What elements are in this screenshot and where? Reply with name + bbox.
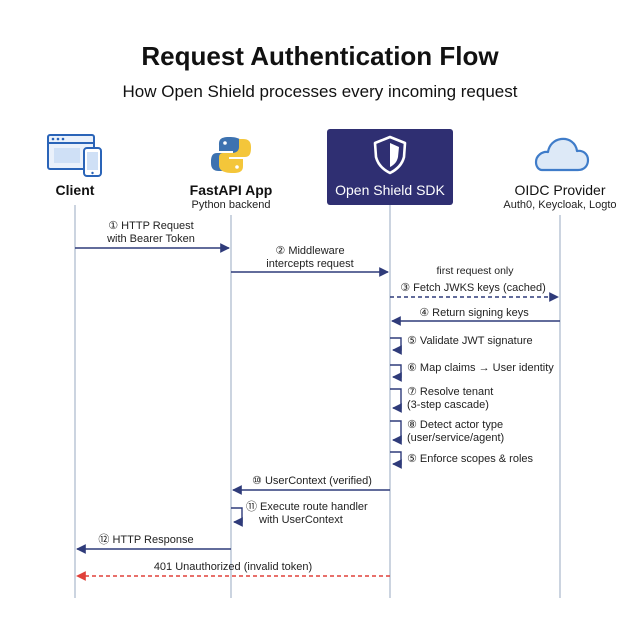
message-label: (3-step cascade) <box>407 399 489 411</box>
actor-subtitle: Auth0, Keycloak, Logto <box>503 199 616 211</box>
message-12: ⑫ HTTP Response <box>76 533 231 554</box>
message-5: ⑤ Validate JWT signature <box>390 335 533 355</box>
message-label: ⑥ Map claims → User identity <box>407 362 554 374</box>
message-6: ⑥ Map claims → User identity <box>390 362 554 382</box>
message-7: ⑦ Resolve tenant (3-step cascade) <box>390 386 493 413</box>
message-label: ② Middleware <box>275 245 344 257</box>
message-label: with Bearer Token <box>106 233 195 245</box>
message-4: ④ Return signing keys <box>391 307 560 326</box>
message-label: ⑤ Validate JWT signature <box>407 335 533 347</box>
message-label: intercepts request <box>266 258 353 270</box>
actor-name: Client <box>56 182 95 198</box>
message-note: first request only <box>436 265 514 277</box>
message-11: ⑪ Execute route handler with UserContext <box>231 500 368 527</box>
actor-oidc: OIDC Provider Auth0, Keycloak, Logto <box>503 137 617 211</box>
actor-client: Client <box>47 134 102 198</box>
message-label: ⑦ Resolve tenant <box>407 386 493 398</box>
diagram-title: Request Authentication Flow <box>141 41 499 71</box>
message-label: ① HTTP Request <box>108 220 193 232</box>
message-label: 401 Unauthorized (invalid token) <box>154 561 312 573</box>
cloud-icon <box>534 137 590 172</box>
actor-subtitle: Python backend <box>192 199 271 211</box>
message-13-error: 401 Unauthorized (invalid token) <box>76 561 390 581</box>
diagram-subtitle: How Open Shield processes every incoming… <box>123 82 518 101</box>
message-label: ⑩ UserContext (verified) <box>252 475 372 487</box>
actor-fastapi: FastAPI App Python backend <box>190 137 273 211</box>
message-9: ⑤ Enforce scopes & roles <box>390 451 534 469</box>
actor-name: FastAPI App <box>190 182 273 198</box>
message-label: with UserContext <box>258 514 343 526</box>
devices-icon <box>47 134 102 177</box>
shield-icon <box>373 135 407 175</box>
message-label: ⑧ Detect actor type <box>407 419 503 431</box>
message-label: ⑫ HTTP Response <box>98 533 193 546</box>
python-icon <box>211 137 251 173</box>
message-8: ⑧ Detect actor type (user/service/agent) <box>390 419 504 445</box>
message-10: ⑩ UserContext (verified) <box>232 475 390 495</box>
message-2: ② Middleware intercepts request <box>231 245 389 277</box>
message-label: ⑤ Enforce scopes & roles <box>407 453 534 465</box>
message-3: first request only ③ Fetch JWKS keys (ca… <box>390 265 559 302</box>
actor-name: OIDC Provider <box>514 182 605 198</box>
actor-name: Open Shield SDK <box>335 182 445 198</box>
message-label: (user/service/agent) <box>407 432 504 444</box>
message-label: ④ Return signing keys <box>419 307 529 319</box>
message-label: ③ Fetch JWKS keys (cached) <box>400 282 546 294</box>
message-1: ① HTTP Request with Bearer Token <box>75 220 230 253</box>
actor-sdk: Open Shield SDK <box>327 129 453 205</box>
message-label: ⑪ Execute route handler <box>246 500 368 513</box>
